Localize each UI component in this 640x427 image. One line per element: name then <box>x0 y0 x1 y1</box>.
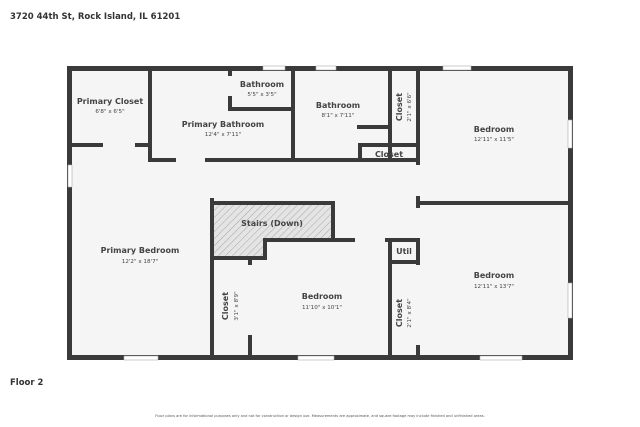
room-name: Closet <box>375 150 403 159</box>
address-title: 3720 44th St, Rock Island, IL 61201 <box>10 12 181 22</box>
room-name: Primary Closet <box>77 97 144 106</box>
room-name: Closet <box>221 292 230 320</box>
room-dims: 8'1" x 7'11" <box>322 113 355 119</box>
room-name: Closet <box>395 93 404 121</box>
room-dims: 6'8" x 6'5" <box>95 109 125 115</box>
room-name: Primary Bedroom <box>101 246 180 255</box>
room-dims: 12'2" x 18'7" <box>122 259 159 265</box>
room-name: Bedroom <box>302 292 343 301</box>
room-dims: 2'1" x 6'6" <box>407 92 413 122</box>
stairs-area <box>212 203 333 258</box>
floor-label: Floor 2 <box>10 378 44 388</box>
room-dims: 3'1" x 8'9" <box>234 291 240 321</box>
windows <box>67 65 573 361</box>
room-dims: 5'5" x 3'5" <box>247 92 277 98</box>
room-name: Stairs (Down) <box>241 219 303 228</box>
room-name: Bathroom <box>240 80 284 89</box>
room-dims: 2'1" x 8'4" <box>407 298 413 328</box>
room-labels: Primary Closet 6'8" x 6'5" Bathroom 5'5"… <box>77 80 515 328</box>
room-dims: 12'11" x 11'5" <box>474 137 514 143</box>
room-name: Bathroom <box>316 101 360 110</box>
room-name: Primary Bathroom <box>182 120 265 129</box>
room-name: Util <box>396 247 412 256</box>
room-name: Bedroom <box>474 125 515 134</box>
disclaimer: Floor plans are for informational purpos… <box>155 414 485 418</box>
room-dims: 11'10" x 10'1" <box>302 305 342 311</box>
room-dims: 12'11" x 13'7" <box>474 284 514 290</box>
room-dims: 12'4" x 7'11" <box>205 132 242 138</box>
room-name: Closet <box>395 299 404 327</box>
room-name: Bedroom <box>474 271 515 280</box>
